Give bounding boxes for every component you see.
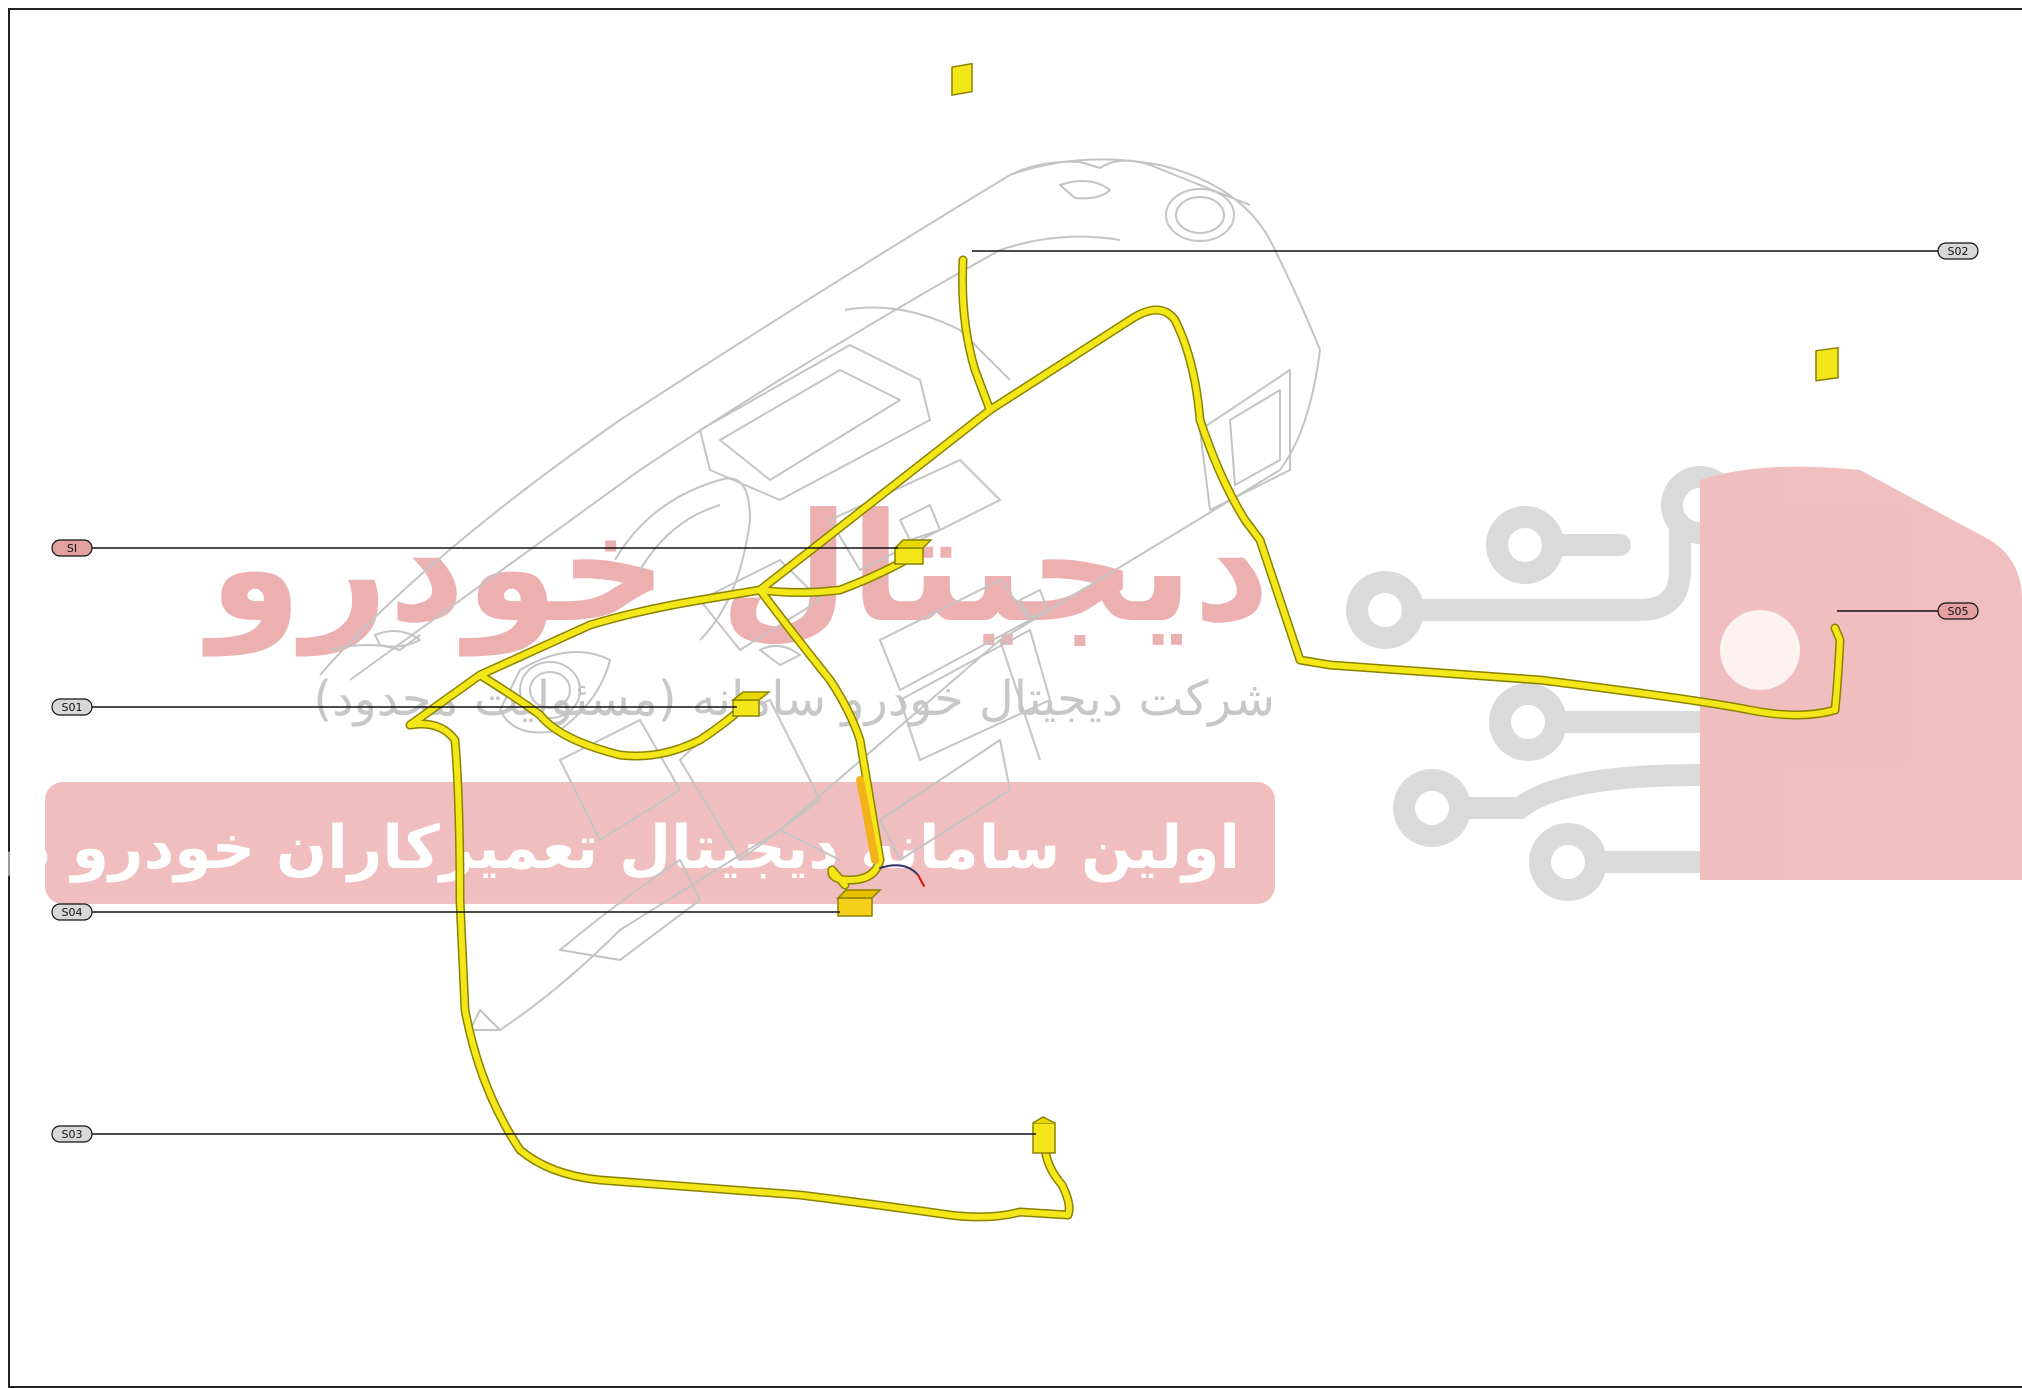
harness-pigtail-end: [917, 874, 925, 887]
dashboard-outline: [319, 158, 1321, 1031]
label-s02-text: S02: [1948, 245, 1969, 258]
harness-orange-segment: [856, 776, 879, 864]
harness-pigtail: [879, 864, 919, 876]
watermark-company-line: شرکت دیجیتال خودرو سامانه (مسئولیت محدود…: [313, 671, 1275, 727]
label-si-text: SI: [67, 542, 77, 555]
connector-s04: [836, 889, 882, 917]
connector-si: [893, 539, 933, 565]
watermark-banner: [45, 782, 1275, 904]
label-s03: S03: [51, 1125, 93, 1143]
label-s01-text: S01: [62, 701, 83, 714]
watermark-logo-text: دیجیتال خودرو: [202, 482, 1270, 657]
label-s02: S02: [1937, 242, 1979, 260]
harness-main-trunk: [407, 257, 1843, 1220]
label-s05: S05: [1937, 602, 1979, 620]
watermark-car-body: [1700, 466, 2022, 880]
watermark-car-logo: [1346, 466, 1739, 901]
connector-s05: [1815, 346, 1839, 382]
watermark-banner-line: اولین سامانه دیجیتال تعمیرکاران خودرو در…: [0, 813, 1240, 883]
label-si: SI: [51, 539, 93, 557]
leader-lines: [92, 250, 1938, 1135]
label-s03-text: S03: [62, 1128, 83, 1141]
connector-s01: [730, 691, 772, 717]
watermark-car-wheel: [1720, 610, 1800, 690]
label-s05-text: S05: [1948, 605, 1969, 618]
connector-s03: [1032, 1116, 1056, 1154]
label-s01: S01: [51, 698, 93, 716]
wiring-harness: [405, 255, 1845, 1222]
label-s04: S04: [51, 903, 93, 921]
connectors: [730, 62, 1839, 1154]
label-s04-text: S04: [62, 906, 83, 919]
connector-s02: [951, 62, 973, 97]
watermark: دیجیتال خودرو شرکت دیجیتال خودرو سامانه …: [0, 466, 2022, 904]
